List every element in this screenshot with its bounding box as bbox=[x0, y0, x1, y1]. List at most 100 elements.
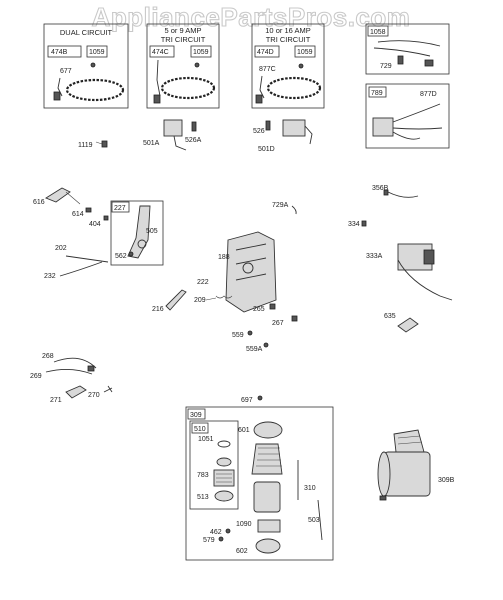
starter-body bbox=[383, 451, 431, 497]
drive-kit-box bbox=[189, 420, 239, 510]
armature-windings bbox=[256, 447, 282, 467]
label-310: 310 bbox=[304, 485, 316, 492]
part-559A bbox=[263, 342, 269, 348]
part-602-endplate bbox=[255, 538, 281, 554]
part-559 bbox=[247, 330, 253, 336]
harness-1058-box bbox=[365, 23, 450, 75]
label-209: 209 bbox=[194, 297, 206, 304]
coil-wire-5-9 bbox=[156, 59, 161, 97]
label-510: 510 bbox=[194, 426, 206, 433]
label-462: 462 bbox=[210, 529, 222, 536]
label-677: 677 bbox=[60, 68, 72, 75]
label-501D: 501D bbox=[258, 146, 275, 153]
label-box-789 bbox=[368, 86, 387, 98]
part-562 bbox=[128, 251, 134, 257]
part-drive-collar bbox=[216, 457, 232, 467]
label-1051: 1051 bbox=[198, 436, 214, 443]
starter-terminal bbox=[379, 495, 387, 501]
coil-wire-dual bbox=[57, 77, 63, 97]
part-1090-brush-holder bbox=[257, 519, 281, 533]
control-bracket-box bbox=[110, 200, 164, 266]
tri-5-9-header-line2: TRI CIRCUIT bbox=[161, 35, 206, 44]
label-202: 202 bbox=[55, 245, 67, 252]
label-box-474C bbox=[149, 45, 175, 58]
part-526A-screw bbox=[191, 121, 197, 132]
label-box-474D bbox=[254, 45, 280, 58]
part-616-rod bbox=[65, 191, 81, 205]
part-202-rod bbox=[65, 255, 109, 263]
part-232-spring bbox=[59, 261, 103, 277]
part-635-boot bbox=[397, 317, 419, 333]
part-501A-regulator bbox=[163, 119, 183, 137]
bracket-hole bbox=[242, 262, 254, 274]
label-222: 222 bbox=[197, 279, 209, 286]
screw-1059a bbox=[90, 62, 96, 68]
coil-wire-10-16 bbox=[259, 75, 265, 99]
label-227: 227 bbox=[114, 205, 126, 212]
label-789: 789 bbox=[371, 90, 383, 97]
label-1059a: 1059 bbox=[89, 49, 105, 56]
part-616-lever bbox=[45, 187, 71, 203]
label-602: 602 bbox=[236, 548, 248, 555]
label-216: 216 bbox=[152, 306, 164, 313]
alternator-coil-5-9 bbox=[160, 76, 216, 100]
alternator-coil-10-16 bbox=[266, 76, 322, 100]
watermark: AppliancePartsPros.com bbox=[92, 2, 411, 32]
tri-10-16-header-line2: TRI CIRCUIT bbox=[266, 35, 311, 44]
label-877C: 877C bbox=[259, 66, 276, 73]
part-1051 bbox=[217, 440, 231, 448]
label-267: 267 bbox=[272, 320, 284, 327]
label-265: 265 bbox=[253, 306, 265, 313]
tri-circuit-10-16-kit: 10 or 16 AMP TRI CIRCUIT 474D 1059 877C bbox=[251, 23, 325, 109]
label-474C: 474C bbox=[152, 49, 169, 56]
part-269-cable bbox=[45, 369, 93, 375]
label-474D: 474D bbox=[257, 49, 274, 56]
label-334: 334 bbox=[348, 221, 360, 228]
part-503 bbox=[317, 499, 323, 541]
part-462 bbox=[225, 528, 231, 534]
gear-teeth bbox=[216, 473, 232, 483]
label-box-227 bbox=[111, 201, 130, 213]
dual-circuit-box bbox=[43, 23, 129, 109]
label-309B: 309B bbox=[438, 477, 455, 484]
part-601-endcap bbox=[253, 421, 283, 439]
label-270: 270 bbox=[88, 392, 100, 399]
part-265 bbox=[269, 303, 276, 310]
mounting-bracket-assembly bbox=[225, 231, 277, 313]
label-562: 562 bbox=[115, 253, 127, 260]
label-1058: 1058 bbox=[370, 29, 386, 36]
bracket-ribs bbox=[235, 243, 267, 281]
tri-circuit-5-9-kit: 5 or 9 AMP TRI CIRCUIT 474C 1059 bbox=[146, 23, 220, 109]
tri-10-16-header-line1: 10 or 16 AMP bbox=[265, 26, 310, 35]
label-box-1059c bbox=[294, 45, 316, 58]
label-1090: 1090 bbox=[236, 521, 252, 528]
screw-1059b bbox=[194, 62, 200, 68]
label-526: 526 bbox=[253, 128, 265, 135]
part-1119 bbox=[101, 140, 108, 148]
harness-wire-1 bbox=[377, 40, 441, 47]
label-513: 513 bbox=[197, 494, 209, 501]
part-268-end bbox=[87, 365, 95, 372]
label-box-474B bbox=[47, 45, 82, 58]
part-614 bbox=[85, 207, 92, 213]
part-armature bbox=[251, 443, 283, 475]
part-motor-housing bbox=[253, 481, 281, 513]
label-503: 503 bbox=[308, 517, 320, 524]
starter-endcap bbox=[377, 451, 391, 497]
tri-5-9-box bbox=[146, 23, 220, 109]
part-501D-wire bbox=[304, 125, 313, 145]
alternator-coil-dual bbox=[65, 78, 125, 102]
coil-connector-dual bbox=[53, 91, 61, 101]
label-232: 232 bbox=[44, 273, 56, 280]
part-526-screw bbox=[265, 120, 271, 131]
part-216 bbox=[165, 289, 187, 311]
harness-789-kit: 789 877D bbox=[365, 83, 450, 149]
harness-1058-kit: 1058 729 bbox=[365, 23, 450, 75]
tri-10-16-box bbox=[251, 23, 325, 109]
harness-789-box bbox=[365, 83, 450, 149]
label-box-1059a bbox=[86, 45, 108, 58]
part-501A-wire bbox=[173, 135, 187, 151]
part-271-clip bbox=[65, 385, 87, 399]
label-333A: 333A bbox=[366, 253, 383, 260]
